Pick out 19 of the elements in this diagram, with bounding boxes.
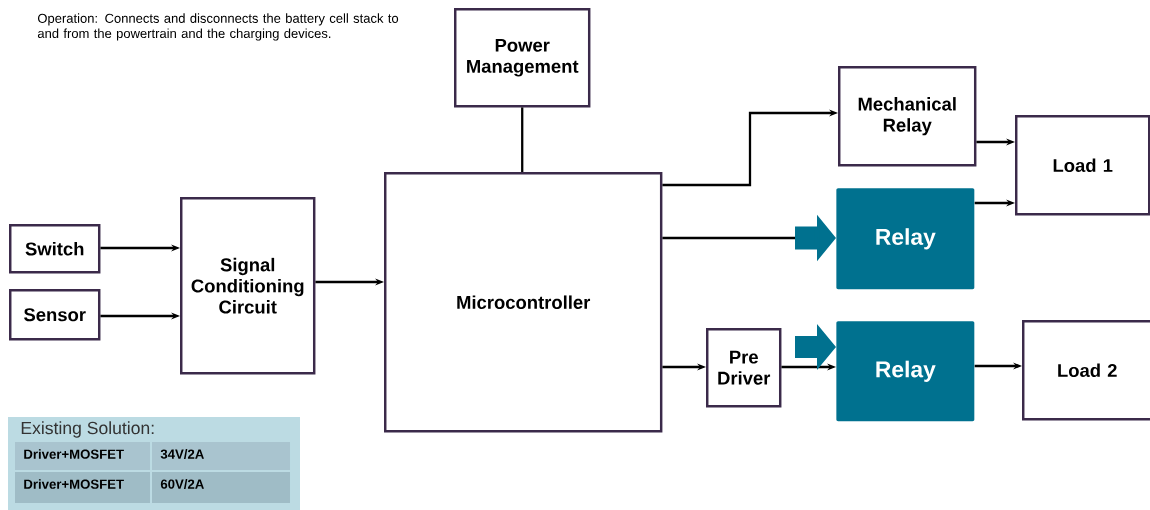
table-cell: Driver+MOSFET [15, 442, 150, 470]
process-box: Load 2 [1022, 320, 1150, 421]
relay-box: Relay [836, 188, 975, 290]
process-box: Switch [9, 224, 101, 274]
connector-line [521, 107, 524, 172]
process-box: Mechanical Relay [838, 66, 977, 167]
process-box: Load 1 [1015, 115, 1150, 216]
relay-box: Relay [836, 321, 975, 422]
process-box: Pre Driver [706, 328, 782, 408]
note-text: Operation: Connects and disconnects the battery cell stack to and from the powertrain and the charging devices. [37, 13, 399, 41]
table-cell: 60V/2A [152, 472, 290, 503]
process-box: Microcontroller [384, 172, 663, 433]
table-title: Existing Solution: [21, 421, 154, 438]
table-cell: 34V/2A [152, 442, 290, 470]
process-box: Signal Conditioning Circuit [180, 197, 316, 375]
process-box: Power Management [454, 8, 591, 108]
table-cell: Driver+MOSFET [15, 472, 150, 503]
process-box: Sensor [9, 289, 101, 341]
block-arrow [795, 324, 836, 370]
